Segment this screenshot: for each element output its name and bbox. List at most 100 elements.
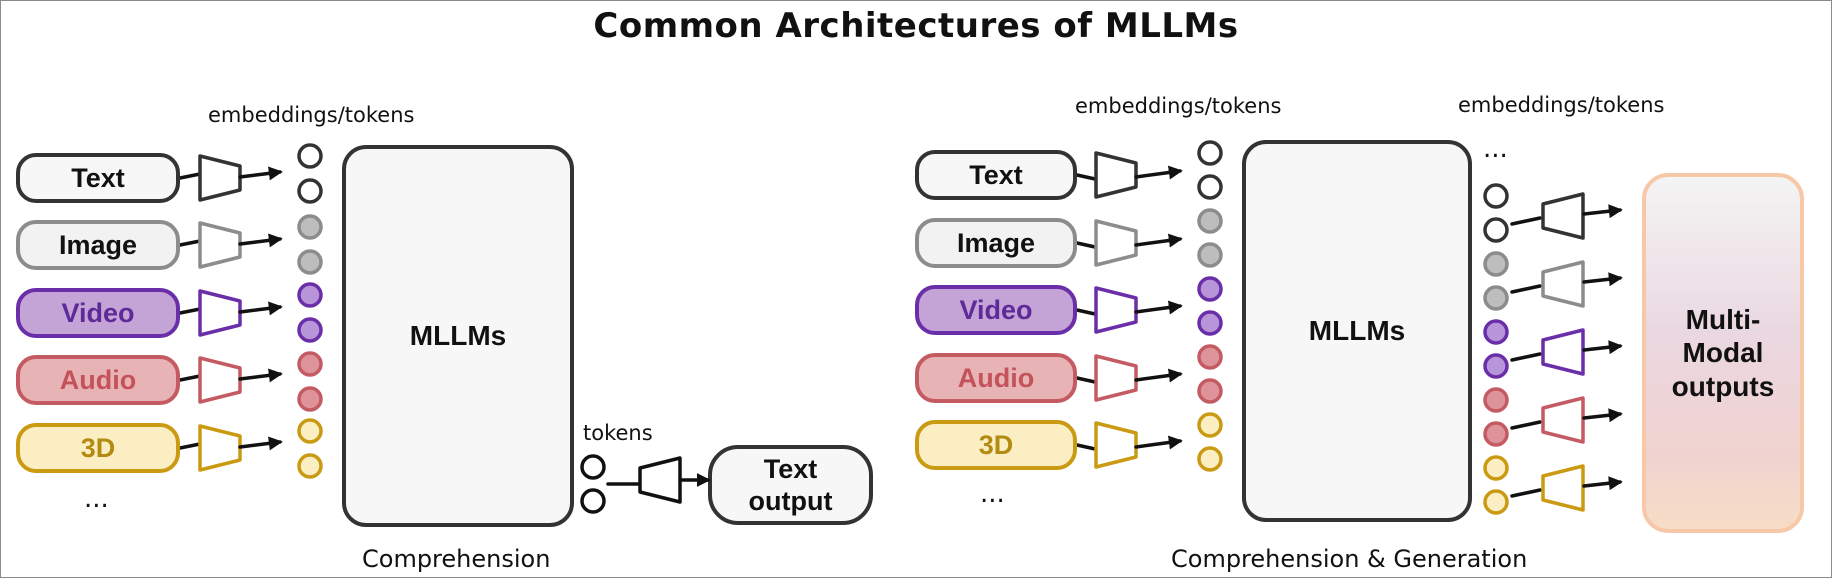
right-token-audio-1 xyxy=(1197,344,1223,370)
right-out-token-video-1 xyxy=(1483,319,1509,345)
right-out-token-3d-2 xyxy=(1483,489,1509,515)
right-encoder-audio xyxy=(1094,354,1138,402)
right-encoder-arrow-image xyxy=(1134,233,1183,248)
right-input-video-label: Video xyxy=(959,294,1033,325)
right-input-video: Video xyxy=(915,285,1077,335)
right-out-token-audio-2 xyxy=(1483,421,1509,447)
right-token-text-2 xyxy=(1197,174,1223,200)
right-input-wire-3d xyxy=(1075,443,1097,451)
left-token-image-1 xyxy=(297,214,323,240)
left-token-audio-2 xyxy=(297,386,323,412)
right-input-image: Image xyxy=(915,218,1077,268)
right-out-token-audio-1 xyxy=(1483,387,1509,413)
left-token-audio-1 xyxy=(297,351,323,377)
left-encoder-3d xyxy=(198,424,242,472)
right-more-outputs: ... xyxy=(1483,134,1508,164)
right-input-3d-label: 3D xyxy=(978,429,1014,460)
right-decoder-wire-text xyxy=(1510,216,1542,226)
right-decoder-video xyxy=(1541,328,1585,376)
right-token-audio-2 xyxy=(1197,378,1223,404)
mm-output-line2: Modal xyxy=(1682,337,1764,369)
right-decoder-wire-image xyxy=(1510,284,1542,294)
left-embeddings-label: embeddings/tokens xyxy=(208,103,415,127)
right-token-text-1 xyxy=(1197,140,1223,166)
mm-output-line3: outputs xyxy=(1671,370,1775,402)
text-output-line2: output xyxy=(748,486,833,516)
left-input-image-label: Image xyxy=(58,229,138,260)
right-decoder-arrow-3d xyxy=(1582,476,1623,491)
right-input-wire-audio xyxy=(1075,376,1097,384)
left-token-video-2 xyxy=(297,317,323,343)
left-input-wire-text xyxy=(178,172,202,180)
right-encoder-image xyxy=(1094,219,1138,267)
right-decoder-3d xyxy=(1541,464,1585,512)
left-input-video-label: Video xyxy=(61,297,135,328)
left-encoder-arrow-3d xyxy=(238,436,283,451)
left-encoder-image xyxy=(198,221,242,269)
right-decoder-arrow-image xyxy=(1582,272,1623,287)
right-token-3d-2 xyxy=(1197,446,1223,472)
diagram-title: Common Architectures of MLLMs xyxy=(593,6,1239,46)
left-encoder-arrow-video xyxy=(238,301,283,316)
right-decoder-arrow-video xyxy=(1582,340,1623,355)
left-token-3d-2 xyxy=(297,453,323,479)
left-input-3d: 3D xyxy=(16,423,180,473)
left-encoder-video xyxy=(198,289,242,337)
right-out-token-video-2 xyxy=(1483,353,1509,379)
right-token-video-1 xyxy=(1197,276,1223,302)
right-decoder-arrow-audio xyxy=(1582,408,1623,423)
left-input-wire-3d xyxy=(178,442,202,450)
right-input-text: Text xyxy=(915,150,1077,200)
right-token-image-1 xyxy=(1197,208,1223,234)
right-decoder-image xyxy=(1541,260,1585,308)
left-input-text: Text xyxy=(16,153,180,203)
right-encoder-arrow-3d xyxy=(1134,435,1183,450)
left-input-3d-label: 3D xyxy=(80,432,116,463)
right-encoder-video xyxy=(1094,286,1138,334)
right-decoder-text xyxy=(1541,192,1585,240)
right-encoder-text xyxy=(1094,151,1138,199)
right-mllm-box: MLLMs xyxy=(1242,140,1472,522)
left-input-image: Image xyxy=(16,220,180,270)
left-mllm-box: MLLMs xyxy=(342,145,574,527)
left-output-token-1 xyxy=(580,454,606,480)
left-input-audio-label: Audio xyxy=(59,364,137,395)
right-input-wire-text xyxy=(1075,173,1097,181)
right-out-token-image-2 xyxy=(1483,285,1509,311)
left-input-text-label: Text xyxy=(71,162,125,193)
right-decoder-wire-audio xyxy=(1510,420,1542,430)
left-more-inputs: ... xyxy=(84,484,109,514)
left-encoder-text xyxy=(198,154,242,202)
left-token-text-1 xyxy=(297,143,323,169)
left-decoder-text xyxy=(638,456,682,504)
right-mllm-label: MLLMs xyxy=(1308,315,1406,346)
right-encoder-arrow-text xyxy=(1134,165,1183,180)
left-encoder-arrow-image xyxy=(238,233,283,248)
left-encoder-audio xyxy=(198,356,242,404)
right-embeddings-label-in: embeddings/tokens xyxy=(1075,94,1282,118)
mm-output-line1: Multi- xyxy=(1685,303,1761,335)
left-encoder-arrow-text xyxy=(238,166,283,181)
right-input-wire-video xyxy=(1075,308,1097,316)
left-input-video: Video xyxy=(16,288,180,338)
right-input-audio-label: Audio xyxy=(957,362,1035,393)
right-decoder-wire-3d xyxy=(1510,488,1542,498)
left-token-3d-1 xyxy=(297,418,323,444)
right-decoder-arrow-text xyxy=(1582,204,1623,219)
right-out-token-image-1 xyxy=(1483,251,1509,277)
right-input-wire-image xyxy=(1075,241,1097,249)
text-output-line1: Text xyxy=(763,453,818,484)
right-token-video-2 xyxy=(1197,310,1223,336)
left-input-wire-video xyxy=(178,307,202,315)
right-more-inputs: ... xyxy=(980,479,1005,509)
right-encoder-arrow-audio xyxy=(1134,368,1183,383)
left-token-video-1 xyxy=(297,282,323,308)
right-out-token-text-2 xyxy=(1483,217,1509,243)
left-input-wire-image xyxy=(178,239,202,247)
left-encoder-arrow-audio xyxy=(238,368,283,383)
right-token-image-2 xyxy=(1197,242,1223,268)
left-tokens-label: tokens xyxy=(583,421,653,445)
right-token-3d-1 xyxy=(1197,412,1223,438)
